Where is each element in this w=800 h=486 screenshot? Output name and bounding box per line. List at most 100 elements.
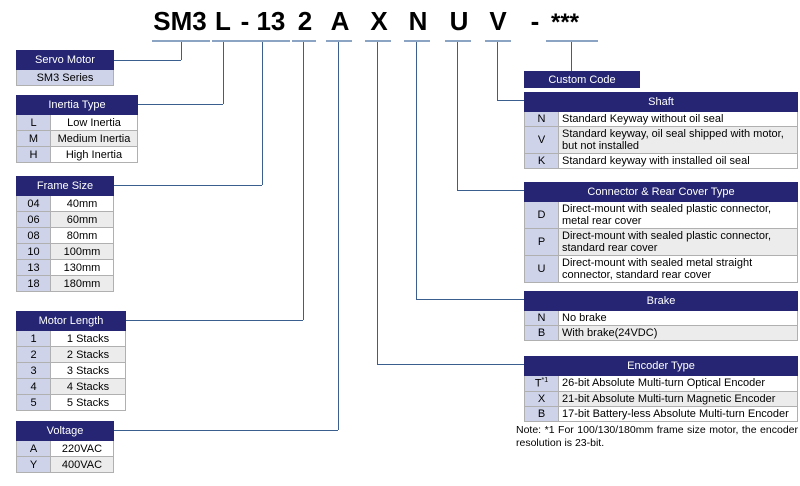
table-cell-description: High Inertia [50,146,138,163]
table-cell-code: P [524,228,559,256]
table-cell-description: 4 Stacks [50,378,126,395]
table-cell-code: D [524,201,559,229]
table-cell-code: 3 [16,362,51,379]
leader-line-horizontal [113,60,181,61]
table-header-motor-length: Motor Length [16,311,126,331]
leader-line-vertical [497,42,498,100]
encoder-footnote: Note: *1 For 100/130/180mm frame size mo… [516,424,798,449]
table-cell-code: L [16,114,51,131]
leader-line-horizontal [113,185,262,186]
table-cell-description: Medium Inertia [50,130,138,147]
leader-line-horizontal [138,104,223,105]
code-underline [445,40,471,42]
leader-line-vertical [303,42,304,320]
table-cell-code: 18 [16,275,51,292]
table-cell-code: 1 [16,330,51,347]
table-cell-description: 100mm [50,243,114,260]
leader-line-horizontal [457,190,524,191]
leader-line-vertical [377,42,378,364]
table-cell-description: 180mm [50,275,114,292]
leader-line-horizontal [377,364,524,365]
table-cell-code: 4 [16,378,51,395]
leader-line-horizontal [416,299,524,300]
code-underline [546,40,598,42]
table-cell-code: 10 [16,243,51,260]
leader-line-vertical [338,42,339,430]
code-underline [152,40,210,42]
table-cell-description: 60mm [50,211,114,228]
leader-line-vertical [223,42,224,104]
model-code-segment: U [449,6,469,36]
table-cell-value: SM3 Series [16,69,114,86]
model-code-segment: A [330,6,350,36]
table-cell-description: 5 Stacks [50,394,126,411]
leader-line-vertical [416,42,417,299]
table-cell-description: Direct-mount with sealed plastic connect… [558,228,798,256]
table-cell-description: 80mm [50,227,114,244]
table-cell-code: 08 [16,227,51,244]
table-cell-description: Direct-mount with sealed plastic connect… [558,201,798,229]
table-cell-code: B [524,405,559,422]
leader-line-horizontal [125,320,303,321]
table-cell-description: 21-bit Absolute Multi-turn Magnetic Enco… [558,390,798,407]
table-header-brake: Brake [524,291,798,311]
table-cell-code: N [524,310,559,326]
table-cell-description: 400VAC [50,456,114,473]
table-cell-code: V [524,126,559,154]
model-code-segment: N [408,6,428,36]
table-cell-description: 17-bit Battery-less Absolute Multi-turn … [558,405,798,422]
leader-line-vertical [457,42,458,190]
table-cell-code: U [524,255,559,283]
model-code-segment: - [530,6,540,36]
table-cell-code: A [16,440,51,457]
table-header-inertia-type: Inertia Type [16,95,138,115]
leader-line-vertical [181,42,182,60]
table-header-shaft: Shaft [524,92,798,112]
model-code-segment: V [489,6,507,36]
table-cell-code: M [16,130,51,147]
table-cell-description: 26-bit Absolute Multi-turn Optical Encod… [558,375,798,392]
code-underline [485,40,511,42]
table-cell-description: 220VAC [50,440,114,457]
table-header-connector-rear-cover-type: Connector & Rear Cover Type [524,182,798,202]
table-cell-description: Standard Keyway without oil seal [558,111,798,127]
table-header-voltage: Voltage [16,421,114,441]
table-cell-code: T*1 [524,375,559,392]
table-cell-code: K [524,153,559,169]
model-code-segment: L [215,6,231,36]
code-underline [236,40,290,42]
table-cell-code: B [524,325,559,341]
table-cell-code: Y [16,456,51,473]
table-cell-code: X [524,390,559,407]
code-letter: T [534,377,542,390]
table-header-servo-motor: Servo Motor [16,50,114,70]
leader-line-horizontal [497,100,524,101]
table-cell-code: 5 [16,394,51,411]
table-cell-description: 130mm [50,259,114,276]
table-cell-code: 13 [16,259,51,276]
